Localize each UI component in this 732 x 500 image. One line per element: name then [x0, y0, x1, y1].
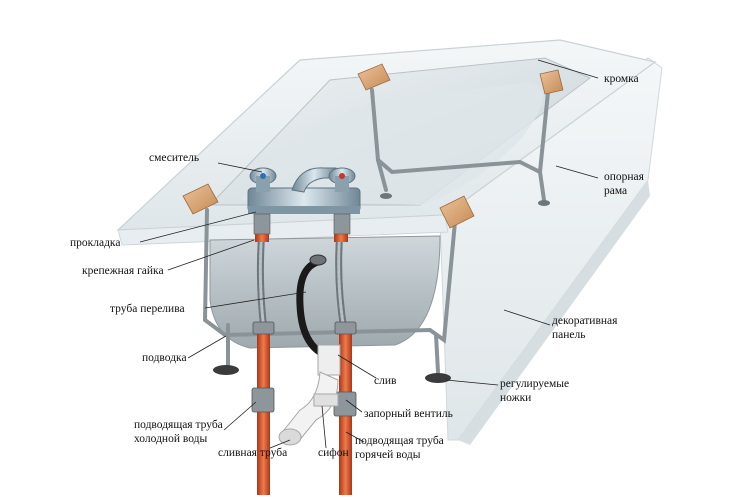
label-hot-water-pipe-line1: подводящая труба — [355, 435, 444, 447]
support-frame — [202, 88, 550, 374]
label-support-frame: опорная рама — [604, 170, 644, 198]
label-cold-water-pipe: подводящая труба холодной воды — [134, 418, 223, 446]
shutoff-valves — [251, 321, 357, 417]
label-decorative-panel-line2: панель — [552, 329, 586, 341]
decorative-panel — [439, 57, 663, 445]
bathtub-shell — [209, 235, 441, 349]
label-supply-hose: подводка — [142, 352, 187, 364]
label-hot-water-pipe: подводящая труба горячей воды — [355, 434, 444, 462]
label-gasket: прокладка — [70, 237, 121, 249]
faucet-icon — [247, 167, 361, 235]
label-adjustable-feet: регулируемые ножки — [500, 377, 569, 405]
label-decorative-panel: декоративная панель — [552, 314, 617, 342]
drain-siphon — [278, 344, 341, 446]
label-mounting-nut: крепежная гайка — [82, 265, 164, 277]
label-overflow-pipe: труба перелива — [110, 303, 185, 315]
label-support-frame-line2: рама — [604, 185, 628, 197]
label-cold-water-pipe-line2: холодной воды — [134, 433, 208, 445]
leader-lines — [139, 59, 599, 449]
label-faucet: смеситель — [149, 152, 200, 164]
label-drain-pipe: сливная труба — [218, 447, 288, 459]
label-drain: слив — [374, 375, 397, 387]
label-rim: кромка — [604, 73, 639, 85]
label-decorative-panel-line1: декоративная — [552, 315, 618, 327]
label-cold-water-pipe-line1: подводящая труба — [134, 419, 223, 431]
label-adjustable-feet-line1: регулируемые — [500, 378, 570, 390]
adjustable-feet — [213, 193, 550, 383]
wood-support-blocks — [182, 63, 564, 229]
label-support-frame-line1: опорная — [604, 171, 644, 183]
label-siphon: сифон — [318, 447, 349, 459]
label-shutoff-valve: запорный вентиль — [364, 408, 453, 420]
label-adjustable-feet-line2: ножки — [500, 392, 532, 404]
label-hot-water-pipe-line2: горячей воды — [355, 449, 421, 461]
